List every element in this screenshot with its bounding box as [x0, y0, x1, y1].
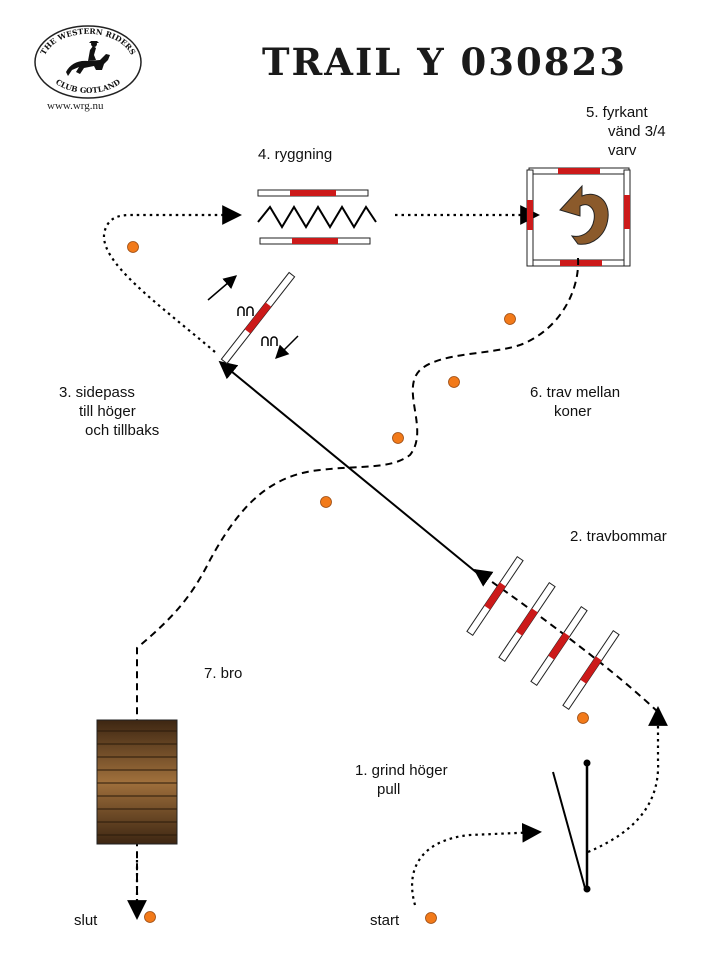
page-title: TRAIL Y 030823 — [262, 40, 627, 84]
start-label: start — [370, 912, 400, 929]
gate-obstacle — [552, 759, 591, 893]
cones — [127, 241, 589, 924]
sidepass-arrow-back-icon — [275, 335, 299, 359]
turn-arrow-icon — [559, 184, 609, 245]
cone — [392, 432, 404, 444]
club-url: www.wrg.nu — [47, 100, 104, 112]
horse-rider-icon — [66, 41, 110, 76]
route-gate-to-poles — [587, 706, 668, 854]
cone — [504, 313, 516, 325]
cone — [127, 241, 139, 253]
station-2-label: 2. travbommar — [570, 528, 667, 545]
route-box-through-cones — [136, 257, 580, 900]
route-sidepass-to-backup — [102, 205, 242, 353]
station-6-label: 6. trav mellan koner — [530, 384, 621, 420]
station-1-label: 1. grind höger pull — [355, 762, 448, 798]
club-logo: THE WESTERN RIDERS CLUB GOTLAND — [34, 25, 142, 99]
trot-pole — [562, 630, 620, 710]
route-through-poles — [473, 568, 659, 713]
trot-pole — [530, 606, 588, 686]
trot-pole — [498, 582, 556, 662]
cone — [448, 376, 460, 388]
cone — [320, 496, 332, 508]
cone — [577, 712, 589, 724]
route-start-to-gate — [410, 822, 542, 906]
station-3-label: 3. sidepass till höger och tillbaks — [59, 384, 160, 439]
square-box-obstacle — [526, 167, 631, 267]
route-poles-to-sidepass — [218, 360, 483, 578]
sidepass-pole — [220, 271, 296, 365]
cone — [425, 912, 437, 924]
sidepass-arrow-right-icon — [207, 275, 238, 301]
trot-pole — [466, 556, 524, 636]
hoofprint-icons — [237, 306, 278, 346]
cone — [144, 911, 156, 923]
station-5-label: 5. fyrkant vänd 3/4 varv — [586, 104, 666, 159]
station-7-label: 7. bro — [204, 665, 243, 682]
station-4-label: 4. ryggning — [258, 146, 333, 163]
trot-poles — [466, 556, 620, 710]
bridge-obstacle — [96, 719, 178, 845]
end-label: slut — [74, 912, 98, 929]
backup-obstacle — [257, 189, 377, 245]
